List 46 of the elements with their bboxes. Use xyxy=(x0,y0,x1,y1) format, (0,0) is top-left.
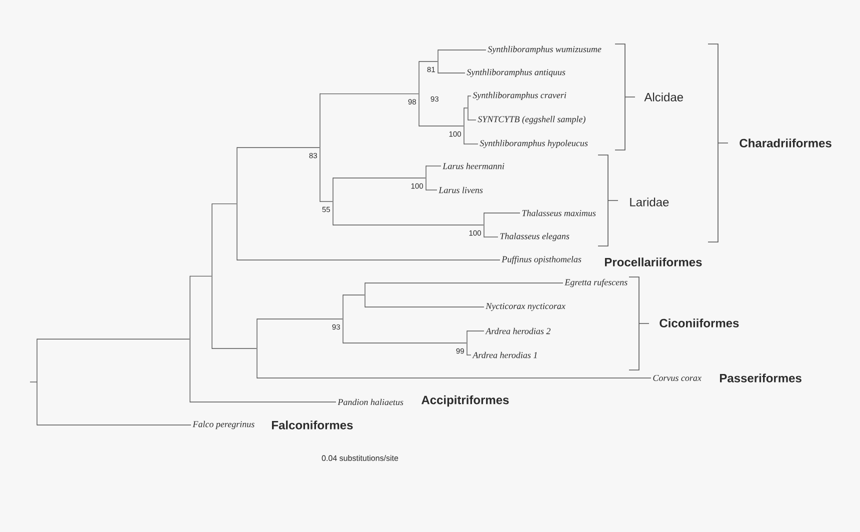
taxon-name: Ardrea herodias 2 xyxy=(485,328,550,334)
scale-label: 0.04 substitutions/site xyxy=(322,455,398,461)
order-label: Accipitriformes xyxy=(422,395,509,407)
branch-line xyxy=(342,294,365,296)
taxon-name: Larus heermanni xyxy=(442,162,504,170)
branch-line xyxy=(320,201,333,202)
taxon-name: Corvus corax xyxy=(653,374,702,382)
branch-line xyxy=(466,354,472,356)
branch-line xyxy=(418,61,438,62)
order-label: Ciconiiformes xyxy=(660,318,739,328)
branch-line xyxy=(364,306,484,308)
taxon-name: Nycticorax nycticorax xyxy=(486,303,566,311)
taxon-name: Synthliboramphus wumizusume xyxy=(488,46,602,54)
taxon-name: Synthliboramphus craveri xyxy=(472,92,566,100)
branch-line xyxy=(36,424,192,426)
taxon-name: Thalasseus elegans xyxy=(500,232,570,242)
branch-line xyxy=(256,318,343,320)
taxon-name: Pandion haliaetus xyxy=(338,398,404,406)
taxon-name: Synthliboramphus antiquus xyxy=(466,68,566,78)
taxon-name: Thalasseus maximus xyxy=(522,210,596,216)
taxon-name: Larus livens xyxy=(438,186,483,194)
order-label: Charadriiformes xyxy=(740,138,832,148)
taxon-name: Puffinus opisthomelas xyxy=(502,256,582,264)
taxon-name: Falco peregrinus xyxy=(192,420,254,430)
taxon-name: Synthliboramphus hypoleucus xyxy=(480,140,588,148)
branch-line xyxy=(466,330,484,332)
branch-line xyxy=(320,93,419,94)
order-label: Passeriformes xyxy=(720,374,802,382)
branch-line xyxy=(212,203,237,204)
branch-line xyxy=(364,282,564,284)
order-label: Procellariiformes xyxy=(605,258,702,266)
branch-line xyxy=(484,236,498,238)
branch-line xyxy=(332,224,484,226)
family-label: Laridae xyxy=(630,198,669,206)
branch-line xyxy=(342,342,467,344)
branch-line xyxy=(190,276,212,277)
branch-line xyxy=(484,212,520,214)
family-label: Alcidae xyxy=(644,92,683,102)
taxon-name: SYNTCYTB (eggshell sample) xyxy=(478,116,586,124)
taxon-name: Ardrea herodias 1 xyxy=(472,352,537,358)
taxon-name: Egretta rufescens xyxy=(564,278,628,288)
branch-line xyxy=(236,147,320,148)
branch-line xyxy=(212,348,257,349)
branch-line xyxy=(438,72,466,74)
order-label: Falconiformes xyxy=(272,420,353,430)
branch-line xyxy=(36,338,190,340)
